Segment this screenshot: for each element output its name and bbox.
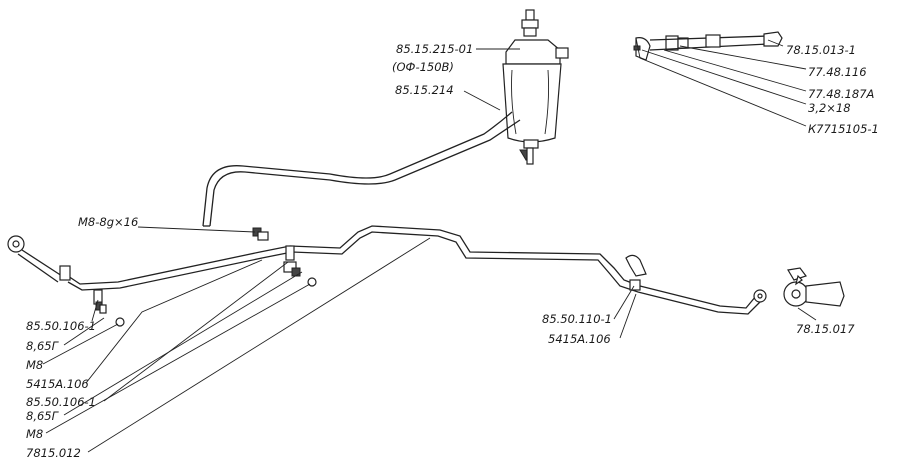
- hose-fitting-detail: [633, 31, 783, 61]
- label-washer-left-2: 8,65Г: [26, 409, 60, 423]
- filter-outlet-pipe: [209, 119, 521, 227]
- label-main-pipe: 7815.012: [26, 446, 81, 460]
- label-pin: 3,2×18: [808, 101, 851, 115]
- label-hose-fitting: 78.15.013-1: [786, 43, 856, 57]
- label-filter-assembly: 85.15.215-01: [396, 42, 473, 56]
- label-bolt-top: М8-8g×16: [78, 215, 138, 229]
- label-nut-left-2: М8: [26, 427, 43, 441]
- label-filter-assembly-alt: (ОФ-150В): [392, 60, 454, 74]
- label-clip-1: 5415А.106: [26, 377, 89, 391]
- center-clamp-group: [283, 245, 317, 287]
- label-washer-b: 77.48.187А: [808, 87, 875, 101]
- main-fuel-pipe: [67, 225, 757, 309]
- label-filter-bracket: 85.15.214: [395, 83, 454, 97]
- label-union: К7715105-1: [808, 122, 879, 136]
- bolt-top: [252, 227, 269, 241]
- label-washer-left-1: 8,65Г: [26, 339, 60, 353]
- left-clamp-group: [93, 289, 125, 327]
- label-clamp-right: 85.50.110-1: [542, 312, 612, 326]
- left-eye-fitting: [7, 235, 71, 283]
- leader-lines: [42, 37, 817, 453]
- right-eye-fitting: [753, 289, 767, 303]
- fuel-valve: [783, 267, 845, 307]
- label-clip-right: 5415А.106: [548, 332, 611, 346]
- label-washer-a: 77.48.116: [808, 65, 867, 79]
- right-clamp-group: [625, 254, 647, 291]
- label-clamp-left-2: 85.50.106-1: [26, 395, 96, 409]
- label-valve: 78.15.017: [796, 322, 855, 336]
- label-clamp-left-1: 85.50.106-1: [26, 319, 96, 333]
- fuel-filter-assembly: [502, 9, 569, 165]
- label-nut-left-1: М8: [26, 358, 43, 372]
